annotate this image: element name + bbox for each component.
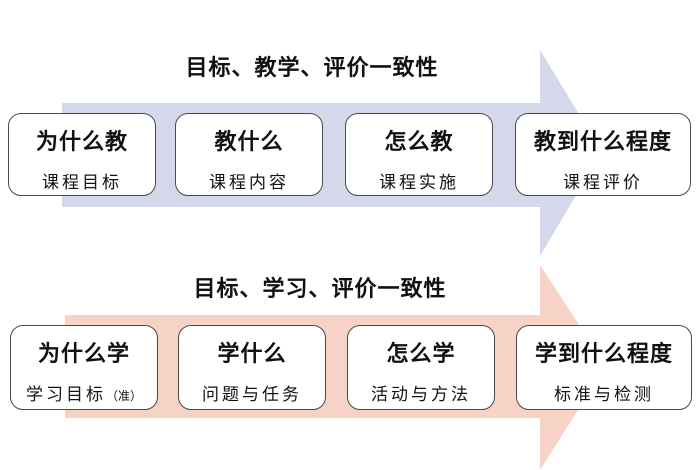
teaching-step-degree: 教到什么程度 课程评价	[515, 113, 691, 196]
step-sub-label: 课程评价	[563, 173, 643, 193]
teaching-step-how: 怎么教 课程实施	[345, 113, 493, 196]
step-sub-text: 学习目标	[25, 385, 106, 405]
learning-flow-arrow	[65, 265, 606, 470]
step-sub-note: （准）	[105, 389, 142, 403]
teaching-step-why: 为什么教 课程目标	[8, 113, 156, 196]
step-main-label: 教到什么程度	[533, 130, 672, 155]
step-main-label: 教什么	[214, 130, 284, 155]
learning-step-why: 为什么学 学习目标（准）	[10, 325, 158, 410]
teaching-flow-arrow	[62, 50, 602, 256]
step-main-label: 学什么	[217, 342, 287, 367]
step-sub-label: 课程实施	[379, 173, 459, 193]
step-sub-label: 学习目标（准）	[11, 380, 157, 405]
step-main-label: 学到什么程度	[534, 342, 673, 367]
step-main-label: 为什么学	[37, 342, 130, 367]
step-sub-label: 课程内容	[209, 173, 289, 193]
teaching-title: 目标、教学、评价一致性	[185, 56, 439, 81]
learning-step-what: 学什么 问题与任务	[178, 325, 326, 410]
step-main-label: 为什么教	[35, 130, 128, 155]
teaching-step-what: 教什么 课程内容	[175, 113, 323, 196]
step-main-label: 怎么学	[386, 342, 456, 367]
step-sub-label: 问题与任务	[202, 385, 302, 405]
step-sub-label: 标准与检测	[554, 385, 654, 405]
step-sub-label: 课程目标	[42, 173, 122, 193]
learning-step-how: 怎么学 活动与方法	[347, 325, 495, 410]
step-main-label: 怎么教	[384, 130, 454, 155]
step-sub-label: 活动与方法	[371, 385, 471, 405]
learning-step-degree: 学到什么程度 标准与检测	[516, 325, 692, 410]
learning-title: 目标、学习、评价一致性	[193, 277, 447, 302]
